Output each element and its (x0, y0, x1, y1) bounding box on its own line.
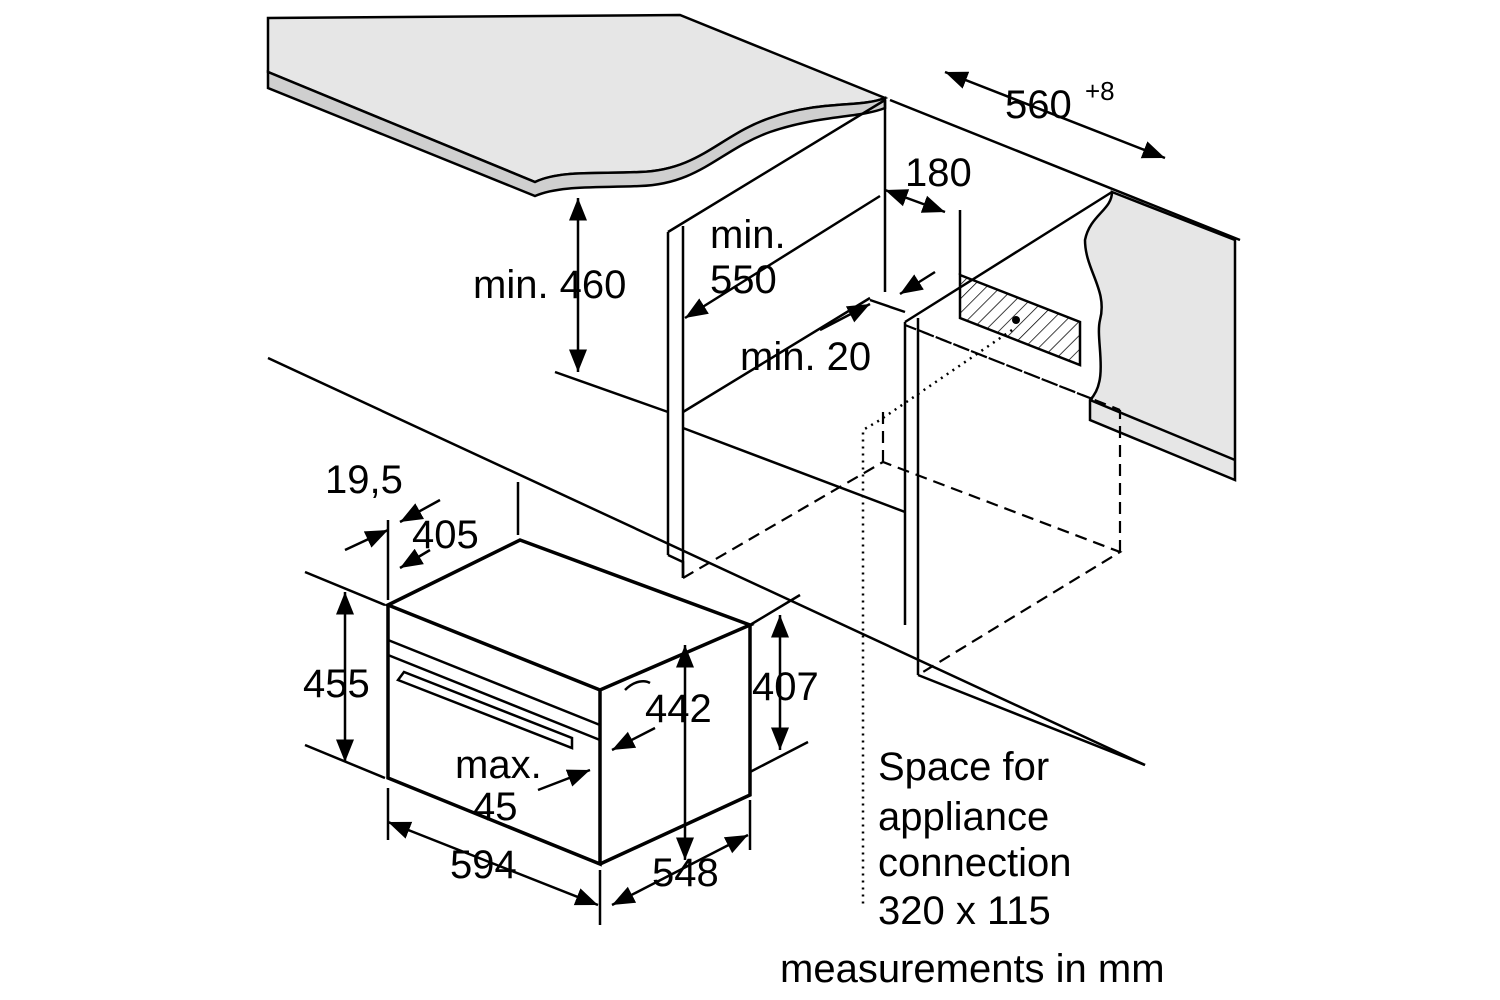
connection-note-3: connection (878, 841, 1071, 885)
dim-442: 442 (645, 687, 712, 731)
units-footer: measurements in mm (780, 947, 1165, 991)
dim-455: 455 (303, 662, 370, 706)
dim-min-550-l1: min. (710, 213, 786, 257)
dim-548: 548 (652, 851, 719, 895)
dim-560-tolerance: +8 (1085, 76, 1115, 106)
right-countertop (1083, 190, 1237, 482)
dim-407: 407 (752, 665, 819, 709)
dim-max-45-l1: max. (455, 743, 542, 787)
dim-19-5: 19,5 (325, 458, 403, 502)
connection-leader (861, 328, 1013, 905)
right-cabinet (869, 190, 1146, 767)
dimension-lines (304, 70, 1166, 925)
dim-max-45-l2: 45 (473, 785, 518, 829)
dim-180: 180 (905, 151, 972, 195)
dim-594: 594 (450, 843, 517, 887)
connection-note-2: appliance (878, 795, 1049, 839)
dim-min-550-l2: 550 (710, 258, 777, 302)
countertop (266, 13, 889, 198)
niche-outline (682, 323, 1123, 676)
dim-min-20: min. 20 (740, 335, 871, 379)
left-cabinet (554, 98, 906, 578)
connection-note-1: Space for (878, 745, 1049, 789)
connection-note-4: 320 x 115 (878, 889, 1051, 933)
dim-560: 560 (1005, 83, 1072, 127)
dim-min-460: min. 460 (473, 263, 626, 307)
dim-405: 405 (412, 513, 479, 557)
